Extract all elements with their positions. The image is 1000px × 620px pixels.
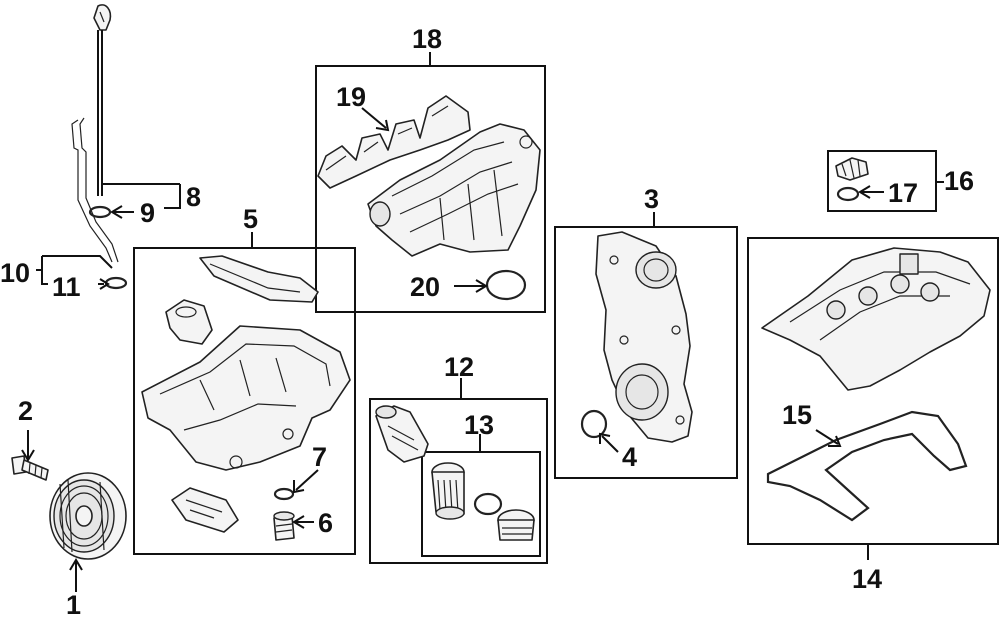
filler-cap-seal-icon	[836, 186, 860, 202]
valve-cover-icon	[761, 247, 991, 391]
callout-18: 18	[412, 24, 442, 54]
box-timing-cover-group	[554, 226, 738, 479]
callout-5: 5	[243, 204, 258, 234]
box-valve-cover-group	[747, 237, 999, 545]
oil-filter-seal-icon	[473, 492, 503, 516]
intake-manifold-icon	[367, 123, 541, 257]
timing-cover-icon	[595, 231, 693, 443]
callout-15: 15	[782, 400, 812, 430]
callout-11: 11	[52, 272, 81, 302]
callout-13: 13	[464, 410, 494, 440]
box-oil-filter-group	[369, 398, 548, 564]
oil-filler-cap-icon	[835, 157, 869, 181]
pulley-bolt-icon	[11, 455, 49, 481]
valve-cover-gasket-icon	[766, 410, 968, 522]
callout-20: 20	[410, 272, 440, 302]
callout-17: 17	[888, 178, 918, 208]
callout-1: 1	[66, 590, 81, 620]
callout-3: 3	[644, 184, 659, 214]
box-filler-cap-group	[827, 150, 937, 212]
oil-pickup-icon	[165, 299, 213, 345]
box-oil-pan-group	[133, 247, 356, 555]
dipstick-icon	[93, 4, 112, 196]
callout-6: 6	[318, 508, 333, 538]
callout-2: 2	[18, 396, 33, 426]
callout-19: 19	[336, 82, 366, 112]
callout-12: 12	[444, 352, 474, 382]
callout-9: 9	[140, 198, 155, 228]
callout-8: 8	[186, 182, 201, 212]
callout-16: 16	[944, 166, 974, 196]
callout-14: 14	[852, 564, 882, 594]
oil-pan-cover-plate-icon	[171, 487, 239, 533]
callout-7: 7	[312, 442, 327, 472]
callout-4: 4	[622, 442, 637, 472]
callout-10: 10	[0, 258, 30, 288]
oil-filter-icon	[431, 462, 465, 520]
dipstick-tube-icon	[71, 117, 119, 263]
oil-filter-cap-icon	[497, 509, 535, 541]
oil-filter-housing-icon	[375, 405, 429, 463]
drain-plug-washer-icon	[273, 487, 295, 501]
leader-lines	[21, 52, 944, 592]
throttle-body-gasket-icon	[485, 269, 527, 301]
drain-plug-icon	[273, 511, 295, 541]
oil-pan-icon	[141, 325, 351, 471]
intake-manifold-gasket-icon	[317, 95, 471, 189]
timing-cover-o-ring-icon	[580, 409, 608, 439]
crankshaft-pulley-icon	[49, 472, 127, 560]
oil-pan-gasket-strip-icon	[199, 255, 319, 303]
